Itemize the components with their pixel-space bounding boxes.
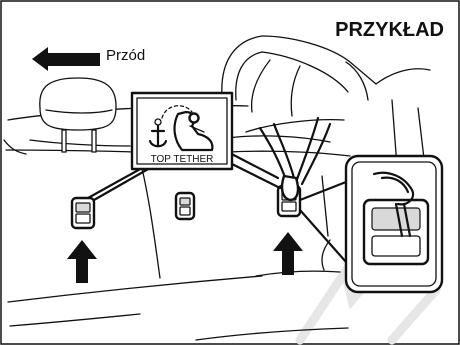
direction-label: Przód — [106, 47, 145, 64]
top-tether-label: TOP TETHER — [151, 154, 214, 165]
anchor-left — [72, 198, 94, 228]
anchor-center — [176, 193, 194, 219]
page-title: PRZYKŁAD — [335, 19, 444, 41]
